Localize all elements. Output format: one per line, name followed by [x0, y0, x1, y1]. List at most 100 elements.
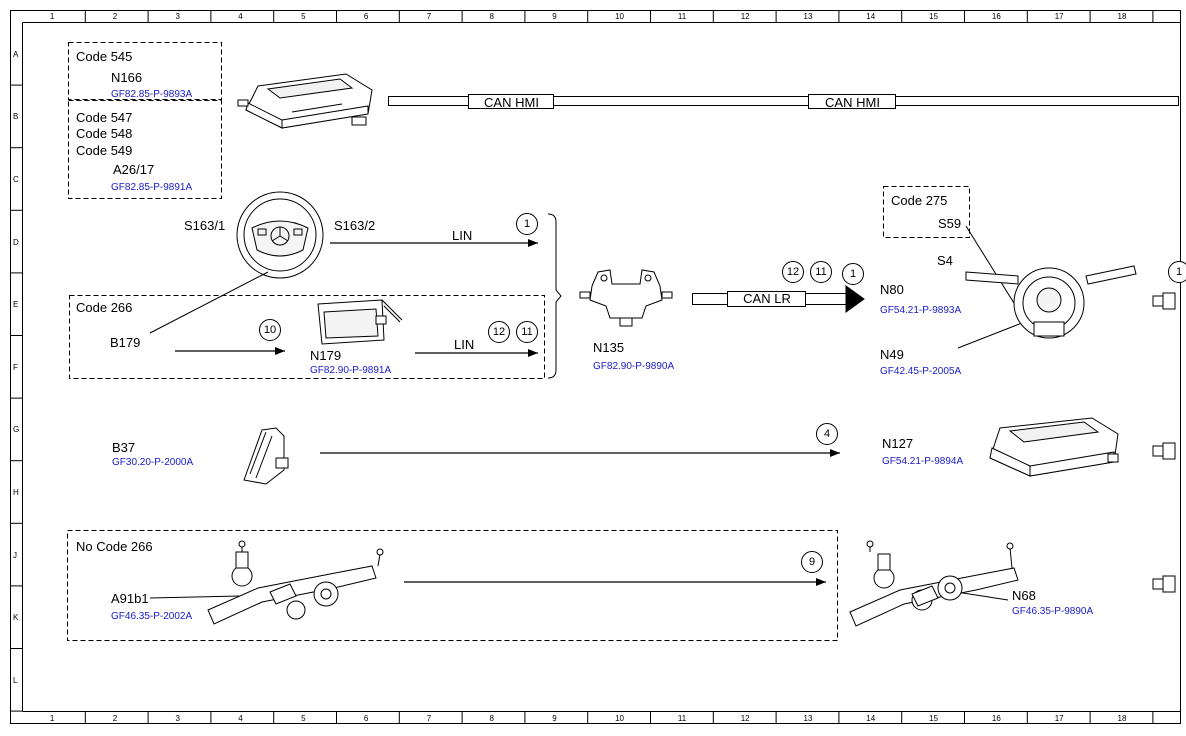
column-label: 12 — [740, 714, 750, 723]
lin-label-steering: LIN — [452, 228, 473, 243]
can-lr-bus — [692, 285, 865, 313]
row-label: A — [13, 49, 19, 59]
b37-drawing — [243, 427, 289, 485]
a26-17-ref[interactable]: GF82.85-P-9891A — [111, 182, 193, 193]
column-label: 3 — [175, 714, 180, 723]
can-lr-label: CAN LR — [743, 291, 791, 306]
can-hmi-label-2: CAN HMI — [825, 95, 880, 110]
column-label: 13 — [803, 12, 813, 21]
row-label: B — [13, 112, 19, 122]
a26-17-label: A26/17 — [113, 162, 155, 177]
column-label: 5 — [301, 12, 306, 21]
n80-ref[interactable]: GF54.21-P-9893A — [880, 305, 962, 316]
column-label: 4 — [238, 714, 243, 723]
column-label: 5 — [301, 714, 306, 723]
column-label: 16 — [991, 12, 1001, 21]
n68-label: N68 — [1012, 588, 1036, 603]
n179-ref[interactable]: GF82.90-P-9891A — [310, 365, 392, 376]
code-545-box — [68, 42, 222, 100]
a91b1-steering-gear-drawing — [207, 540, 384, 625]
n68-steering-gear-drawing — [849, 540, 1019, 627]
column-label: 17 — [1054, 714, 1064, 723]
code-548-label: Code 548 — [76, 126, 133, 141]
lin-label-n179: LIN — [454, 337, 475, 352]
n127-ref[interactable]: GF54.21-P-9894A — [882, 456, 964, 467]
marker-9: 9 — [801, 551, 823, 573]
n179-label: N179 — [310, 348, 342, 363]
column-label: 11 — [677, 714, 687, 723]
a91b1-ref[interactable]: GF46.35-P-2002A — [111, 611, 193, 622]
column-label: 1 — [49, 714, 55, 723]
right-edge-connectors — [1152, 292, 1176, 593]
s163-1-label: S163/1 — [184, 218, 226, 233]
column-label: 10 — [615, 12, 624, 21]
can-hmi-label-1: CAN HMI — [484, 95, 539, 110]
code-547-label: Code 547 — [76, 110, 133, 125]
head-unit-drawing — [237, 73, 373, 129]
n49-label: N49 — [880, 347, 904, 362]
column-label: 10 — [615, 714, 624, 723]
row-label: D — [13, 237, 19, 247]
code-549-label: Code 549 — [76, 143, 133, 158]
column-label: 12 — [740, 12, 750, 21]
row-label: K — [13, 613, 19, 623]
column-label: 13 — [803, 714, 813, 723]
marker-12-lin: 12 — [488, 321, 510, 343]
row-label: C — [13, 175, 19, 184]
n68-ref[interactable]: GF46.35-P-9890A — [1012, 606, 1094, 617]
marker-1-lin: 1 — [516, 213, 538, 235]
n135-label: N135 — [593, 340, 625, 355]
n127-drawing — [989, 417, 1119, 477]
column-label: 7 — [426, 12, 432, 21]
row-label: L — [13, 675, 18, 685]
b37-ref[interactable]: GF30.20-P-2000A — [112, 457, 194, 468]
steering-wheel-drawing — [236, 191, 324, 279]
column-label: 8 — [489, 12, 494, 21]
column-label: 4 — [238, 12, 243, 21]
s163-2-label: S163/2 — [334, 218, 376, 233]
marker-11-can: 11 — [810, 261, 832, 283]
n80-label: N80 — [880, 282, 904, 297]
column-label: 2 — [112, 12, 118, 21]
code-547-549-box — [68, 100, 222, 199]
n49-ref[interactable]: GF42.45-P-2005A — [880, 366, 962, 377]
column-label: 3 — [175, 12, 180, 21]
marker-11-lin: 11 — [516, 321, 538, 343]
code-275-label: Code 275 — [891, 193, 948, 208]
code-266-label: Code 266 — [76, 300, 133, 315]
a91b1-label: A91b1 — [111, 591, 149, 606]
column-label: 8 — [489, 714, 494, 723]
b37-label: B37 — [112, 440, 136, 455]
column-label: 14 — [866, 12, 876, 21]
marker-1-can: 1 — [842, 263, 864, 285]
column-module-drawing — [965, 265, 1137, 339]
no-code-266-box — [67, 530, 838, 641]
n179-drawing — [317, 299, 403, 345]
column-label: 14 — [866, 714, 876, 723]
s59-label: S59 — [938, 216, 962, 231]
code-266-box — [69, 295, 545, 379]
n135-drawing — [579, 269, 673, 327]
n127-label: N127 — [882, 436, 914, 451]
column-label: 15 — [929, 714, 938, 723]
row-label: E — [13, 300, 19, 310]
marker-10: 10 — [259, 319, 281, 341]
row-label: J — [13, 550, 17, 560]
b179-leader — [149, 271, 269, 334]
can-hmi-bus — [388, 94, 1179, 109]
column-label: 16 — [991, 714, 1001, 723]
column-label: 17 — [1054, 12, 1064, 21]
n166-ref[interactable]: GF82.85-P-9893A — [111, 89, 193, 100]
column-label: 6 — [363, 714, 369, 723]
s59-leader — [965, 225, 1023, 317]
marker-12-can: 12 — [782, 261, 804, 283]
n135-ref[interactable]: GF82.90-P-9890A — [593, 361, 675, 372]
column-label: 9 — [552, 12, 557, 21]
a91b1-leader — [149, 595, 241, 599]
row-label: F — [13, 362, 18, 372]
frame — [10, 10, 1181, 724]
b179-label: B179 — [110, 335, 141, 350]
s4-label: S4 — [937, 253, 953, 268]
n135-brace — [547, 213, 562, 379]
